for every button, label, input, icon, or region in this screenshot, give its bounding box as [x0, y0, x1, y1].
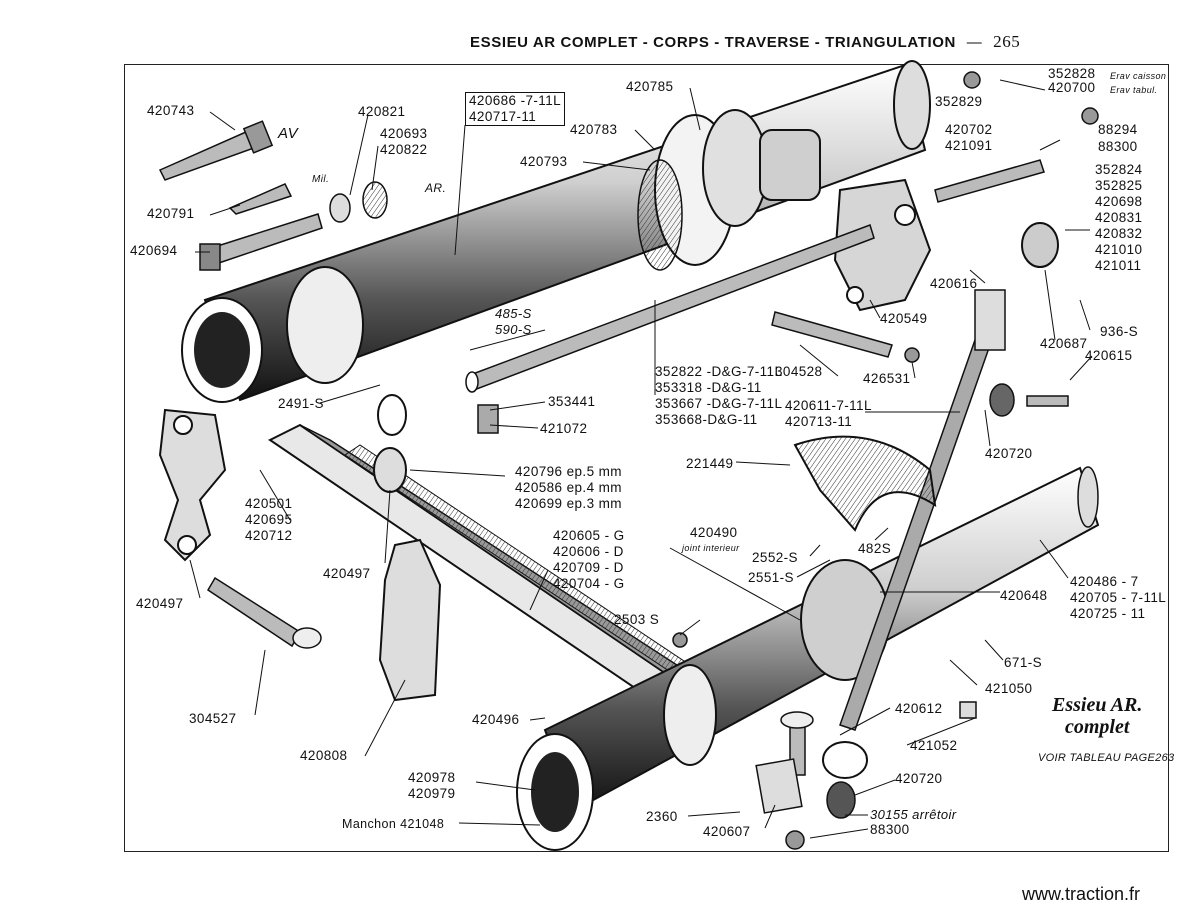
part-2551s: 2551-S — [748, 570, 794, 585]
part-420702: 420702 — [945, 122, 993, 137]
part-420490: 420490 — [690, 525, 738, 540]
tie-rod — [465, 224, 875, 393]
part-88300: 88300 — [1098, 139, 1138, 154]
part-2503s: 2503 S — [614, 612, 660, 627]
part-421072: 421072 — [540, 421, 588, 436]
label-rear: AR. — [425, 181, 447, 195]
page-number: 265 — [993, 32, 1021, 51]
part-30155: 30155 arrêtoir — [870, 807, 957, 822]
part-2552s: 2552-S — [752, 550, 798, 565]
part-420978: 420978 — [408, 770, 456, 785]
bracket-420549 — [833, 178, 932, 312]
part-420611: 420611-7-11L — [785, 398, 872, 413]
leader-lines — [189, 79, 1093, 839]
part-420822: 420822 — [380, 142, 428, 157]
part-420549: 420549 — [880, 311, 928, 326]
part-352829: 352829 — [935, 94, 983, 109]
part-box-420686: 420686 -7-11L 420717-11 — [465, 92, 566, 126]
part-88294: 88294 — [1098, 122, 1138, 137]
group-caps: 420605 - G 420606 - D 420709 - D 420704 … — [553, 528, 625, 591]
part-420700: 420700 — [1048, 80, 1096, 95]
part-420496: 420496 — [472, 712, 520, 727]
crossmember — [268, 423, 702, 707]
part-936s: 936-S — [1100, 324, 1139, 339]
part-88300-bottom: 88300 — [870, 822, 910, 837]
part-420694: 420694 — [130, 243, 178, 258]
note-420700: Erav tabul. — [1110, 85, 1158, 95]
part-420616: 420616 — [930, 276, 978, 291]
part-420979: 420979 — [408, 786, 456, 801]
group-shims: 420796 ep.5 mm 420586 ep.4 mm 420699 ep.… — [515, 464, 622, 511]
part-221449: 221449 — [686, 456, 734, 471]
part-590s: 590-S — [495, 322, 532, 337]
part-420720-top: 420720 — [985, 446, 1033, 461]
part-2491s: 2491-S — [278, 396, 324, 411]
splash-shield-221449 — [793, 435, 937, 532]
reference-note: VOIR TABLEAU PAGE263 — [1038, 752, 1175, 764]
part-485s: 485-S — [495, 306, 532, 321]
part-421091: 421091 — [945, 138, 993, 153]
part-420615: 420615 — [1085, 348, 1133, 363]
part-420791: 420791 — [147, 206, 195, 221]
label-front: AV — [278, 125, 298, 142]
part-421048: Manchon 421048 — [342, 817, 445, 831]
nuts-washers — [329, 71, 1099, 850]
part-420693: 420693 — [380, 126, 428, 141]
left-bracket-plate — [158, 408, 227, 562]
part-426531: 426531 — [863, 371, 911, 386]
part-420785: 420785 — [626, 79, 674, 94]
part-420497-mid: 420497 — [323, 566, 371, 581]
part-420793: 420793 — [520, 154, 568, 169]
part-352828: 352828 — [1048, 66, 1096, 81]
tube-flanges — [286, 109, 821, 384]
part-420497-left: 420497 — [136, 596, 184, 611]
part-420808: 420808 — [300, 748, 348, 763]
diagram-frame — [124, 64, 1169, 852]
part-671s: 671-S — [1004, 655, 1043, 670]
part-420821: 420821 — [358, 104, 406, 119]
part-420612: 420612 — [895, 701, 943, 716]
website-watermark: www.traction.fr — [1022, 884, 1141, 904]
part-420607: 420607 — [703, 824, 751, 839]
part-304527: 304527 — [189, 711, 237, 726]
group-left-parts: 420501 420695 420712 — [245, 496, 293, 543]
bolts — [158, 120, 1069, 776]
part-420648: 420648 — [1000, 588, 1048, 603]
part-420720-bottom: 420720 — [895, 771, 943, 786]
group-tube: 420486 - 7 420705 - 7-11L 420725 - 11 — [1070, 574, 1167, 621]
triangulation-rod — [822, 289, 1006, 779]
part-353441: 353441 — [548, 394, 596, 409]
group-right-parts: 352824 352825 420698 420831 420832 42101… — [1095, 162, 1143, 273]
part-421050: 421050 — [985, 681, 1033, 696]
page-header: ESSIEU AR COMPLET - CORPS - TRAVERSE - T… — [470, 32, 1021, 51]
group-rods: 352822 -D&G-7-11L 353318 -D&G-11 353667 … — [655, 364, 783, 427]
part-420743: 420743 — [147, 103, 195, 118]
part-2360: 2360 — [646, 809, 678, 824]
part-421052: 421052 — [910, 738, 958, 753]
note-420490: joint interieur — [682, 543, 740, 553]
header-title: ESSIEU AR COMPLET - CORPS - TRAVERSE - T… — [470, 34, 956, 51]
label-mil: Mil. — [312, 174, 330, 185]
part-420713: 420713-11 — [785, 414, 853, 429]
note-352828: Erav caisson — [1110, 71, 1167, 81]
part-304528: 304528 — [775, 364, 823, 379]
assembly-title: Essieu AR. complet — [1052, 694, 1143, 738]
part-420783: 420783 — [570, 122, 618, 137]
part-482s: 482S — [858, 541, 892, 556]
part-420687: 420687 — [1040, 336, 1088, 351]
